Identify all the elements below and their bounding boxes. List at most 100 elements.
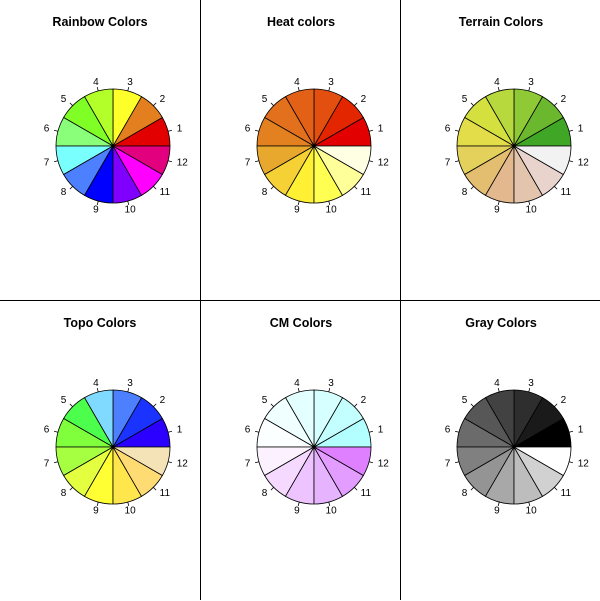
- slice-label: 8: [462, 488, 468, 499]
- slice-label-tick: [470, 102, 474, 106]
- slice-label-tick: [153, 102, 157, 106]
- slice-label-tick: [69, 487, 73, 491]
- slice-label-tick: [497, 387, 500, 393]
- slice-label-tick: [167, 430, 173, 433]
- slice-label-tick: [368, 461, 374, 464]
- chart-title: CM Colors: [269, 316, 333, 330]
- slice-label: 2: [361, 94, 367, 105]
- slice-label: 5: [462, 395, 468, 406]
- slice-label-tick: [167, 160, 173, 163]
- slice-label: 3: [528, 77, 534, 88]
- slice-label-tick: [528, 501, 531, 507]
- pie-slice: [111, 446, 171, 477]
- slice-label-tick: [96, 200, 99, 206]
- slice-label-tick: [127, 86, 130, 92]
- slice-label-tick: [297, 387, 300, 393]
- chart-title: Gray Colors: [465, 316, 537, 330]
- slice-label-tick: [167, 461, 173, 464]
- slice-label: 8: [262, 187, 268, 198]
- slice-label-tick: [69, 403, 73, 407]
- slice-label-tick: [96, 86, 99, 92]
- slice-label: 1: [578, 123, 584, 134]
- slice-label: 7: [44, 459, 50, 470]
- slice-label: 7: [445, 158, 451, 169]
- slice-label-tick: [254, 430, 260, 433]
- slice-label-tick: [254, 461, 260, 464]
- slice-label-tick: [167, 129, 173, 132]
- slice-label-tick: [528, 86, 531, 92]
- slice-label: 7: [44, 158, 50, 169]
- slice-label: 2: [160, 94, 166, 105]
- slice-label-tick: [270, 487, 274, 491]
- slice-label: 3: [127, 378, 133, 389]
- slice-label-tick: [368, 430, 374, 433]
- slice-label: 4: [294, 77, 300, 88]
- slice-label: 4: [93, 77, 99, 88]
- slice-label: 2: [561, 94, 567, 105]
- slice-label-tick: [328, 86, 331, 92]
- slice-label-tick: [153, 186, 157, 190]
- chart-title: Rainbow Colors: [52, 15, 148, 29]
- slice-label-tick: [297, 200, 300, 206]
- slice-label: 6: [245, 424, 251, 435]
- slice-label-tick: [497, 86, 500, 92]
- slice-label: 12: [177, 459, 189, 470]
- chart-title: Heat colors: [266, 15, 336, 29]
- slice-label-tick: [254, 129, 260, 132]
- slice-label-tick: [270, 102, 274, 106]
- slice-label: 4: [494, 378, 500, 389]
- slice-label: 12: [578, 459, 590, 470]
- slice-label: 10: [125, 505, 137, 516]
- slice-label-tick: [153, 487, 157, 491]
- slice-label-tick: [53, 160, 59, 163]
- slice-label: 3: [528, 378, 534, 389]
- slice-label: 11: [160, 187, 171, 198]
- slice-label-tick: [568, 430, 574, 433]
- chart-title: Topo Colors: [63, 316, 137, 330]
- slice-label: 2: [160, 395, 166, 406]
- pie-slice: [512, 446, 572, 477]
- slice-label: 8: [61, 488, 67, 499]
- slice-label: 10: [526, 204, 538, 215]
- slice-label-tick: [96, 501, 99, 507]
- slice-label: 6: [44, 424, 50, 435]
- slice-label: 5: [262, 94, 268, 105]
- slice-label-tick: [53, 430, 59, 433]
- slice-label: 9: [494, 505, 500, 516]
- slice-label-tick: [368, 129, 374, 132]
- slice-label-tick: [127, 387, 130, 393]
- slice-label-tick: [568, 461, 574, 464]
- slice-label: 12: [578, 158, 590, 169]
- slice-label-tick: [554, 487, 558, 491]
- slice-label: 9: [93, 204, 99, 215]
- slice-label-tick: [470, 403, 474, 407]
- slice-label: 7: [445, 459, 451, 470]
- pie-slice: [312, 446, 372, 477]
- slice-label-tick: [69, 102, 73, 106]
- slice-label: 8: [61, 187, 67, 198]
- pie-slice: [512, 145, 572, 176]
- slice-label: 1: [578, 424, 584, 435]
- slice-label-tick: [497, 501, 500, 507]
- slice-label: 5: [61, 94, 67, 105]
- chart-title: Terrain Colors: [458, 15, 544, 29]
- pie-slice: [312, 145, 372, 176]
- slice-label: 7: [245, 459, 251, 470]
- slice-label: 3: [127, 77, 133, 88]
- slice-label-tick: [270, 403, 274, 407]
- slice-label: 6: [445, 424, 451, 435]
- slice-label: 1: [378, 123, 384, 134]
- slice-label: 5: [61, 395, 67, 406]
- slice-label: 8: [462, 187, 468, 198]
- slice-label: 10: [326, 505, 338, 516]
- slice-label-tick: [297, 86, 300, 92]
- slice-label: 11: [160, 488, 171, 499]
